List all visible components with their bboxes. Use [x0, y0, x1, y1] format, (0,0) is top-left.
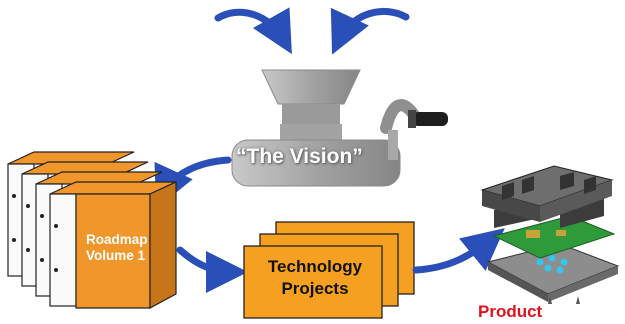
- technology-projects-stack-icon: [243, 221, 415, 319]
- product-label: Product: [478, 302, 543, 321]
- technology-label-line2: Projects: [281, 279, 349, 298]
- roadmap-label-line2: Volume 1: [86, 248, 146, 263]
- roadmap-label: Roadmap Volume 1: [86, 232, 148, 264]
- roadmap-binders-icon: [7, 151, 177, 310]
- input-arrow-left-icon: [214, 7, 292, 55]
- vision-label: “The Vision”: [236, 145, 363, 168]
- technology-label-line1: Technology: [267, 257, 363, 276]
- roadmap-to-projects-arrow-icon: [176, 246, 248, 293]
- vision-grinder-icon: [231, 69, 448, 187]
- projects-to-product-arrow-icon: [412, 228, 505, 274]
- roadmap-label-line1: Roadmap: [86, 232, 148, 247]
- input-arrow-right-icon: [330, 7, 410, 55]
- product-assembly-icon: [480, 165, 620, 304]
- technology-projects-label: Technology Projects: [246, 256, 384, 300]
